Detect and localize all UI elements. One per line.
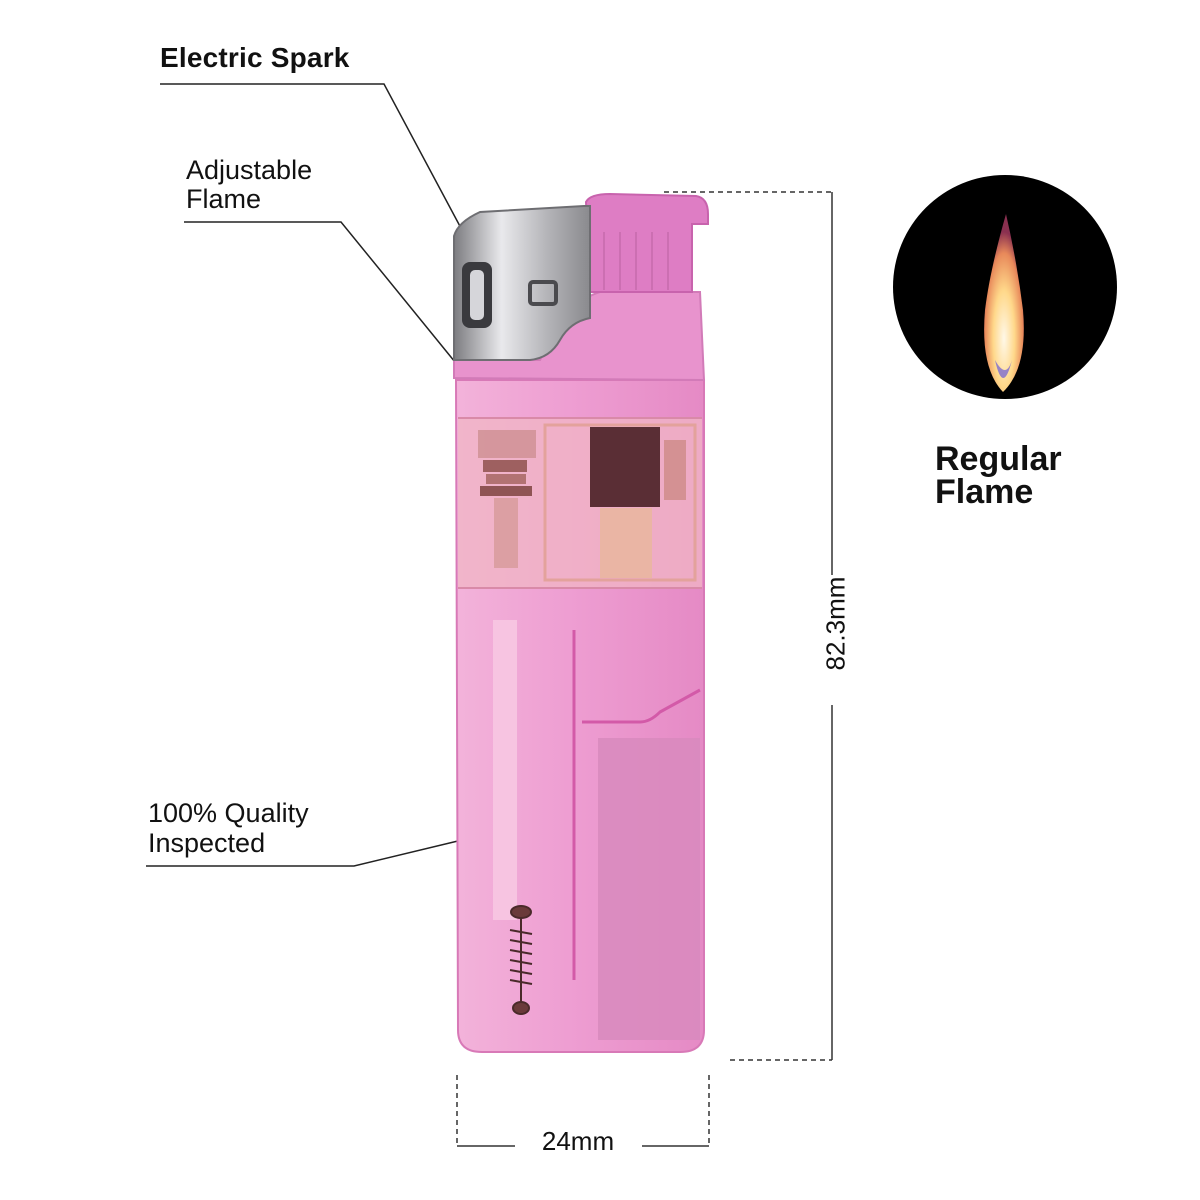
height-dimension-label: 82.3mm [820, 576, 851, 671]
adjustable-flame-label: Adjustable Flame [186, 156, 312, 214]
regular-flame-label: Regular Flame [935, 440, 1062, 511]
fuel-tube [493, 620, 517, 920]
spark-button [598, 738, 700, 1040]
height-dimension-line [664, 191, 833, 1061]
adjustable-flame-line-2: Flame [186, 184, 262, 214]
quality-leader-line [146, 839, 463, 867]
regular-flame-line-1: Regular [935, 440, 1062, 478]
spark-leader-line [160, 83, 463, 231]
valve-assembly [478, 430, 536, 568]
quality-inspected-label: 100% Quality Inspected [148, 798, 309, 858]
regular-flame-line-2: Flame [935, 473, 1034, 511]
width-dimension-line [456, 1075, 710, 1147]
quality-line-2: Inspected [148, 828, 266, 858]
flame-badge [893, 175, 1117, 399]
spring [509, 905, 533, 1015]
callout-lines [146, 83, 463, 867]
flame-adjust-leader-line [184, 221, 456, 363]
quality-line-1: 100% Quality [148, 798, 309, 828]
lighter [453, 192, 709, 1053]
hood-window [528, 280, 558, 306]
width-dimension-label: 24mm [541, 1126, 615, 1156]
lighter-cap [584, 192, 709, 293]
electric-spark-label: Electric Spark [160, 42, 350, 73]
piezo-block [543, 423, 697, 582]
flame-icon [984, 214, 1024, 392]
adjustable-flame-line-1: Adjustable [186, 155, 313, 185]
